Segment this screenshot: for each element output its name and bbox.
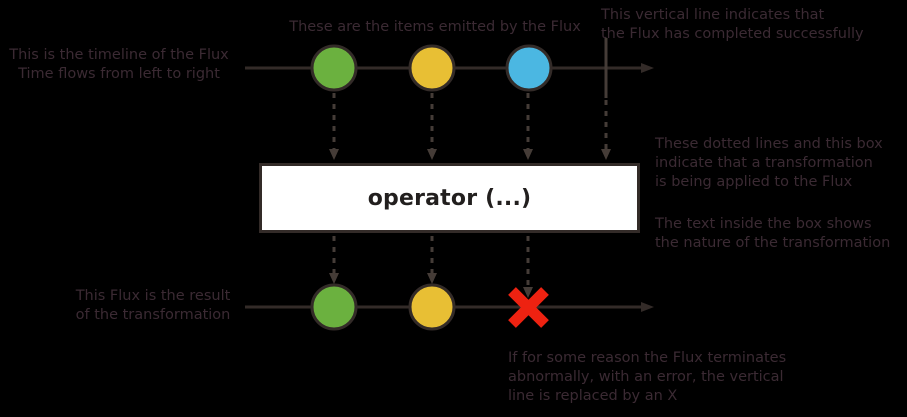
source-marbles (310, 44, 553, 92)
annotation-error-note: If for some reason the Flux terminates a… (508, 350, 787, 404)
dotted-arrows-into-operator (329, 93, 611, 160)
annotation-completion-line: This vertical line indicates that the Fl… (601, 7, 864, 42)
marble-green-result (310, 283, 358, 331)
annotation-result-flux: This Flux is the result of the transform… (75, 288, 231, 323)
annotation-box-text-meaning: The text inside the box shows the nature… (655, 216, 891, 251)
annotation-transformation: These dotted lines and this box indicate… (655, 136, 883, 190)
marble-yellow-result (408, 283, 456, 331)
dotted-arrows-out-of-operator (329, 236, 533, 298)
operator-box-label: operator (...) (367, 185, 532, 211)
marble-blue-source (505, 44, 553, 92)
marble-yellow-source (408, 44, 456, 92)
marble-green-source (310, 44, 358, 92)
annotation-items-emitted: These are the items emitted by the Flux (289, 19, 581, 35)
operator-box[interactable]: operator (...) (259, 163, 640, 233)
result-marbles (310, 283, 456, 331)
annotation-timeline-left: This is the timeline of the Flux Time fl… (9, 47, 229, 82)
error-terminator-x-icon (508, 287, 549, 328)
